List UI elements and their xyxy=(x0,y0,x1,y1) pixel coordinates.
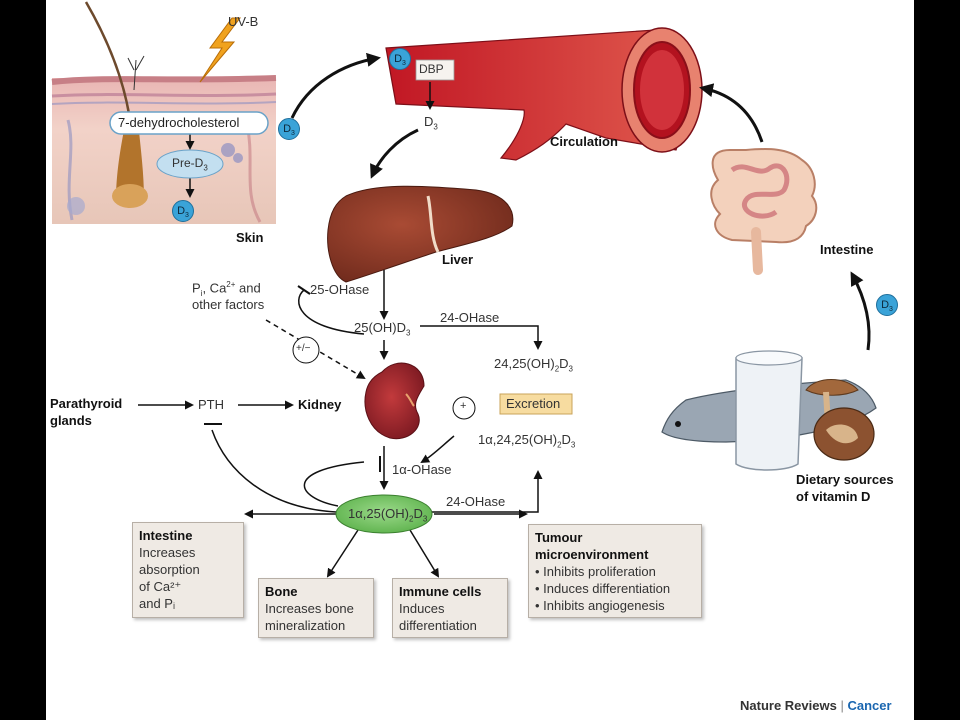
box-line: • Inhibits angiogenesis xyxy=(535,598,665,613)
vessel-free-d3-label: D3 xyxy=(424,114,438,132)
pathway-arrows xyxy=(138,52,871,578)
pi-ca-label-line1: Pi, Ca2+ and xyxy=(192,280,261,298)
diagram-graphics xyxy=(51,1,877,578)
vessel-illustration xyxy=(385,27,703,161)
skin-illustration xyxy=(51,1,277,224)
box-title: Bone xyxy=(265,584,298,599)
immune-effect-box: Immune cells Induces differentiation xyxy=(392,578,508,638)
plus-minus-label: +/− xyxy=(296,343,311,354)
food-illustration xyxy=(661,350,877,471)
ohase24-bottom-label: 24-OHase xyxy=(446,494,506,509)
intestine-organ-label: Intestine xyxy=(820,242,874,257)
footer-credit: Nature Reviews | Cancer xyxy=(740,698,892,713)
excretion-box xyxy=(499,393,573,415)
calcitriol-ellipse xyxy=(335,494,433,534)
pre-d3-label: Pre-D3 xyxy=(172,156,208,173)
vessel-d3-badge: D3 xyxy=(389,48,411,70)
box-line: Increases bone xyxy=(265,601,354,616)
ohase25-label: 25-OHase xyxy=(310,282,370,297)
skin-d3-badge: D3 xyxy=(172,200,194,222)
footer-section: Cancer xyxy=(847,698,892,713)
d1-24-25-label: 1α,24,25(OH)2D3 xyxy=(478,432,576,450)
dietary-label-line1: Dietary sources xyxy=(796,472,894,487)
intestine-effect-box: Intestine Increases absorption of Ca²⁺ a… xyxy=(132,522,244,618)
box-line: and Pᵢ xyxy=(139,596,176,611)
excretion-label: Excretion xyxy=(506,396,561,411)
calcitriol-label: 1α,25(OH)2D3 xyxy=(348,506,428,524)
circulation-label: Circulation xyxy=(550,134,618,149)
box-title: Tumour xyxy=(535,530,583,545)
intestine-illustration xyxy=(710,148,818,275)
tumour-effect-box: Tumour microenvironment • Inhibits proli… xyxy=(528,524,702,618)
skin-export-d3-badge: D3 xyxy=(278,118,300,140)
figure-canvas: UV-B 7-dehydrocholesterol Pre-D3 Skin D3… xyxy=(46,0,914,720)
box-line: • Inhibits proliferation xyxy=(535,564,656,579)
oh25d3-label: 25(OH)D3 xyxy=(354,320,411,338)
plus-label: + xyxy=(460,400,467,412)
ohase24-top-label: 24-OHase xyxy=(440,310,500,325)
box-title: microenvironment xyxy=(535,547,649,562)
seven-dhc-label: 7-dehydrocholesterol xyxy=(118,115,240,130)
box-line: Increases xyxy=(139,545,196,560)
modulation-circle xyxy=(292,336,320,364)
skin-label: Skin xyxy=(236,230,264,245)
bone-effect-box: Bone Increases bone mineralization xyxy=(258,578,374,638)
kidney-illustration xyxy=(364,362,425,440)
ohase1a-label: 1α-OHase xyxy=(392,462,452,477)
kidney-label: Kidney xyxy=(298,397,342,412)
dietary-d3-badge: D3 xyxy=(876,294,898,316)
box-line: mineralization xyxy=(265,618,346,633)
box-title: Immune cells xyxy=(399,584,482,599)
box-title: Intestine xyxy=(139,528,193,543)
uvb-label: UV-B xyxy=(228,14,259,29)
box-line: absorption xyxy=(139,562,200,577)
box-line: Induces xyxy=(399,601,445,616)
pi-ca-label-line2: other factors xyxy=(192,297,265,312)
dietary-label-line2: of vitamin D xyxy=(796,489,871,504)
pth-label: PTH xyxy=(198,397,224,412)
parathyroid-label: Parathyroid xyxy=(50,396,123,411)
d24-25-label: 24,25(OH)2D3 xyxy=(494,356,573,374)
dbp-label: DBP xyxy=(419,62,444,76)
glands-label: glands xyxy=(50,413,92,428)
liver-label: Liver xyxy=(442,252,474,267)
plus-circle xyxy=(452,396,476,420)
liver-illustration xyxy=(327,185,514,283)
box-line: • Induces differentiation xyxy=(535,581,671,596)
footer-separator: | xyxy=(840,698,844,713)
box-line: of Ca²⁺ xyxy=(139,579,182,594)
footer-journal: Nature Reviews xyxy=(740,698,837,713)
box-line: differentiation xyxy=(399,618,477,633)
